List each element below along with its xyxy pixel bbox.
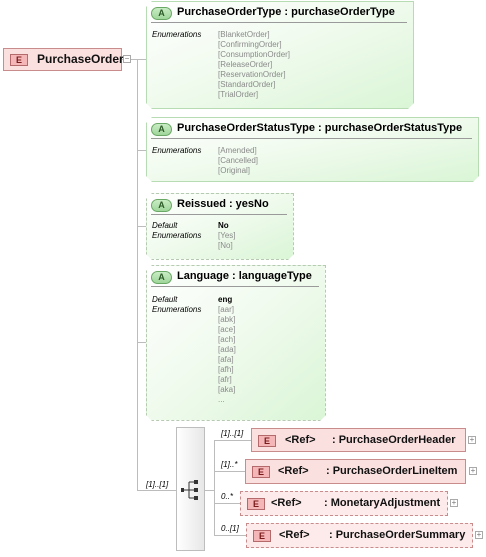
enumeration-value: [aka] <box>218 385 236 394</box>
attribute-reissued[interactable]: A Reissued : yesNo Default No Enumeratio… <box>146 193 294 260</box>
child-cardinality: 0..* <box>221 492 234 501</box>
attribute-separator <box>151 22 407 23</box>
child-ref-purchaseorderlineitem[interactable]: E <Ref> : PurchaseOrderLineItem <box>245 459 466 484</box>
attribute-purchaseordertype[interactable]: A PurchaseOrderType : purchaseOrderType … <box>146 1 414 109</box>
enumeration-value: [TrialOrder] <box>218 90 259 99</box>
child-cardinality: 0..[1] <box>221 524 239 533</box>
enumeration-value: [StandardOrder] <box>218 80 276 89</box>
root-element-purchaseorder[interactable]: E PurchaseOrder <box>3 48 124 71</box>
element-badge: E <box>253 530 271 542</box>
expand-toggle[interactable]: + <box>475 530 483 539</box>
attribute-badge: A <box>151 123 172 136</box>
child-element-name: : PurchaseOrderLineItem <box>326 465 458 477</box>
child-connector-3 <box>214 503 240 504</box>
enumeration-value: [ConfirmingOrder] <box>218 40 282 49</box>
child-connector-1 <box>214 440 251 441</box>
enumerations-label: Enumerations <box>152 146 202 155</box>
enumeration-value: [afh] <box>218 365 234 374</box>
attribute-badge: A <box>151 199 172 212</box>
default-label: Default <box>152 295 178 304</box>
child-connector-4 <box>214 535 246 536</box>
attribute-badge: A <box>151 271 172 284</box>
enumeration-value: [Amended] <box>218 146 257 155</box>
default-label: Default <box>152 221 178 230</box>
enumerations-label: Enumerations <box>152 231 202 240</box>
child-cardinality: [1]..* <box>221 460 238 469</box>
sequence-cardinality: [1]..[1] <box>146 480 169 489</box>
ref-tag: <Ref> <box>279 529 310 541</box>
child-element-name: : PurchaseOrderHeader <box>332 434 456 446</box>
attr-connector-1 <box>137 59 147 60</box>
attribute-title: Language : languageType <box>177 270 312 282</box>
attribute-title: PurchaseOrderType : purchaseOrderType <box>177 6 395 18</box>
attribute-separator <box>151 286 319 287</box>
element-badge: E <box>10 54 28 66</box>
ref-tag: <Ref> <box>271 497 302 509</box>
enumeration-value: [ada] <box>218 345 236 354</box>
attribute-separator <box>151 138 472 139</box>
enumeration-value: [BlanketOrder] <box>218 30 270 39</box>
enumeration-value: [afa] <box>218 355 234 364</box>
default-value: eng <box>218 295 233 304</box>
element-badge: E <box>258 435 276 447</box>
root-element-label: PurchaseOrder <box>37 52 124 66</box>
attr-connector-2 <box>137 150 147 151</box>
enumeration-value: [ReleaseOrder] <box>218 60 273 69</box>
attribute-title: Reissued : yesNo <box>177 198 269 210</box>
attribute-title: PurchaseOrderStatusType : purchaseOrderS… <box>177 122 463 134</box>
enumeration-value: [Yes] <box>218 231 236 240</box>
child-cardinality: [1]..[1] <box>221 429 244 438</box>
enumeration-value: [No] <box>218 241 233 250</box>
attr-connector-3 <box>137 226 147 227</box>
attribute-language[interactable]: A Language : languageType Default eng En… <box>146 265 326 421</box>
enumeration-value: [Cancelled] <box>218 156 259 165</box>
element-badge: E <box>247 498 265 510</box>
child-element-name: : MonetaryAdjustment <box>324 497 441 509</box>
enumeration-value: [ace] <box>218 325 236 334</box>
attr-connector-4 <box>137 342 147 343</box>
child-ref-monetaryadjustment[interactable]: E <Ref> : MonetaryAdjustment <box>240 491 448 516</box>
enumeration-value: [abk] <box>218 315 236 324</box>
seq-out-connector <box>205 490 214 491</box>
sequence-compositor[interactable] <box>176 427 205 551</box>
enumeration-value: [aar] <box>218 305 235 314</box>
enumeration-ellipsis: ... <box>218 395 225 404</box>
attribute-trunk-line <box>137 59 138 491</box>
expand-toggle[interactable]: + <box>468 435 476 444</box>
expand-toggle[interactable]: + <box>450 498 458 507</box>
enumerations-label: Enumerations <box>152 30 202 39</box>
enumeration-value: [ach] <box>218 335 236 344</box>
element-badge: E <box>252 466 270 478</box>
sequence-connector <box>137 490 176 491</box>
enumeration-value: [ConsumptionOrder] <box>218 50 291 59</box>
attribute-badge: A <box>151 7 172 20</box>
child-ref-purchaseorderheader[interactable]: E <Ref> : PurchaseOrderHeader <box>251 428 466 452</box>
enumeration-value: [Original] <box>218 166 251 175</box>
child-element-name: : PurchaseOrderSummary <box>329 529 466 541</box>
ref-tag: <Ref> <box>285 434 316 446</box>
expand-toggle[interactable]: + <box>469 466 477 475</box>
child-ref-purchaseordersummary[interactable]: E <Ref> : PurchaseOrderSummary <box>246 523 473 548</box>
ref-tag: <Ref> <box>278 465 309 477</box>
root-collapse-toggle[interactable]: − <box>123 54 131 63</box>
enumeration-value: [afr] <box>218 375 232 384</box>
child-connector-2 <box>214 471 245 472</box>
default-value: No <box>218 221 229 230</box>
enumeration-value: [ReservationOrder] <box>218 70 286 79</box>
attribute-separator <box>151 214 287 215</box>
attribute-purchaseorderstatustype[interactable]: A PurchaseOrderStatusType : purchaseOrde… <box>146 117 479 182</box>
child-trunk-line <box>214 440 215 536</box>
enumerations-label: Enumerations <box>152 305 202 314</box>
sequence-icon <box>181 480 198 500</box>
